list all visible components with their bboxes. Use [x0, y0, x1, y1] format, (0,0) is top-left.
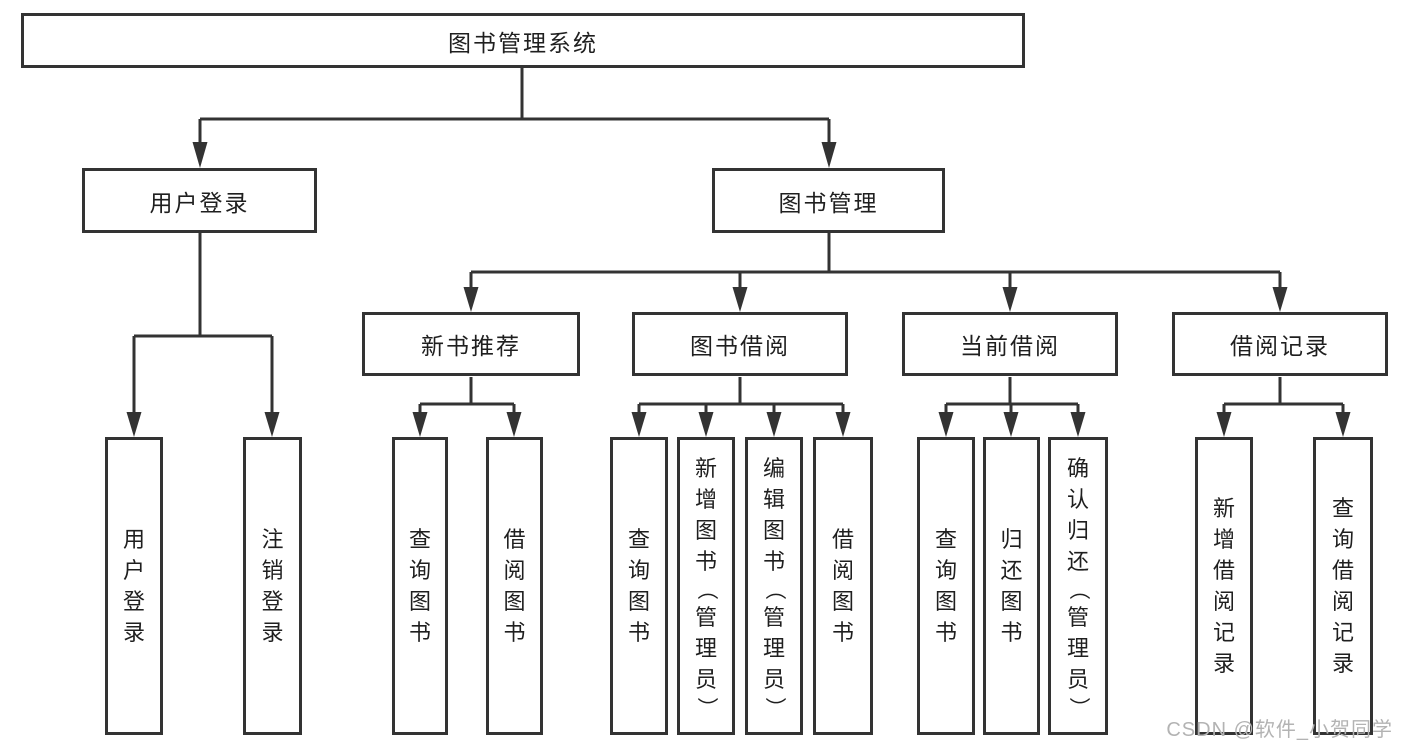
node-leaf-query-borrow-record: 查询借阅记录: [1313, 437, 1373, 735]
node-book-borrowing: 图书借阅: [632, 312, 848, 376]
csdn-watermark: CSDN @软件_小贺同学: [1166, 719, 1393, 741]
node-borrowing-records: 借阅记录: [1172, 312, 1388, 376]
node-leaf-query-books-recommend: 查询图书: [392, 437, 448, 735]
node-leaf-query-books-borrowing: 查询图书: [610, 437, 668, 735]
node-leaf-add-book-admin: 新增图书（管理员）: [677, 437, 735, 735]
node-user-login: 用户登录: [82, 168, 317, 233]
node-leaf-query-books-current: 查询图书: [917, 437, 975, 735]
node-leaf-borrow-books: 借阅图书: [813, 437, 873, 735]
node-current-borrowing: 当前借阅: [902, 312, 1118, 376]
node-book-management: 图书管理: [712, 168, 945, 233]
node-leaf-borrow-books-recommend: 借阅图书: [486, 437, 543, 735]
node-leaf-confirm-return-admin: 确认归还（管理员）: [1048, 437, 1108, 735]
node-leaf-edit-book-admin: 编辑图书（管理员）: [745, 437, 803, 735]
node-leaf-return-book: 归还图书: [983, 437, 1040, 735]
node-new-book-recommendation: 新书推荐: [362, 312, 580, 376]
node-library-management-system: 图书管理系统: [21, 13, 1025, 68]
node-leaf-logout: 注销登录: [243, 437, 302, 735]
node-leaf-add-borrow-record: 新增借阅记录: [1195, 437, 1253, 735]
node-leaf-user-login: 用户登录: [105, 437, 163, 735]
